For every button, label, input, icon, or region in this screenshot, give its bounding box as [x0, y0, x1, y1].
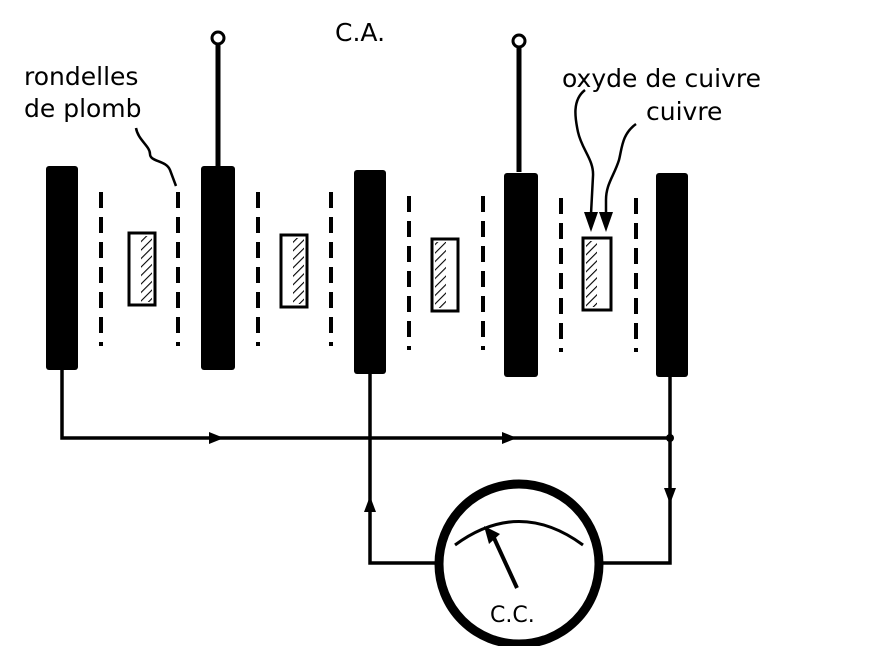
- lead-washers: [99, 192, 638, 352]
- copper-disc-2: [279, 233, 309, 309]
- copper-disc-3: [430, 237, 460, 313]
- meter-needle: [492, 537, 519, 589]
- junction-dot: [666, 434, 674, 442]
- ac-terminal-left: [210, 30, 226, 168]
- current-arrows: [209, 432, 676, 512]
- electrode-plate-5: [656, 173, 688, 377]
- electrode-plate-2: [201, 166, 235, 370]
- circuit-wiring: [60, 370, 672, 565]
- electrode-plates: [46, 166, 688, 377]
- lead-washers-label-line1: rondelles: [24, 62, 138, 91]
- electrode-plate-4: [504, 173, 538, 377]
- copper-leader: [604, 122, 637, 214]
- dc-meter: [434, 479, 604, 646]
- copper-disc-1: [127, 231, 157, 307]
- arrow-bus-right: [502, 432, 517, 444]
- label-leaders: [134, 89, 637, 215]
- copper-arrowhead: [599, 212, 613, 232]
- meter-needle-tip: [484, 526, 500, 544]
- label-arrowheads: [584, 212, 613, 232]
- electrode-plate-3: [354, 170, 386, 374]
- dc-label: C.C.: [490, 603, 535, 628]
- bus-wire: [60, 370, 672, 440]
- copper-oxide-arrowhead: [584, 212, 598, 232]
- ac-terminal-right: [511, 33, 527, 172]
- electrode-plate-1: [46, 166, 78, 370]
- lead-washer-leader: [134, 127, 178, 187]
- copper-oxide-leader: [574, 89, 595, 215]
- meter-return-right: [599, 438, 672, 565]
- meter-feed-left: [368, 438, 439, 565]
- copper-discs: [127, 231, 613, 313]
- lead-washers-label-line2: de plomb: [24, 94, 142, 123]
- meter-dial: [434, 479, 604, 646]
- arrow-right-down: [664, 488, 676, 504]
- copper-label: cuivre: [646, 97, 722, 126]
- arrow-left-up: [364, 496, 376, 512]
- copper-disc-4: [581, 236, 613, 312]
- copper-oxide-label: oxyde de cuivre: [562, 64, 761, 93]
- meter-scale-arc: [454, 520, 584, 547]
- arrow-bus-left: [209, 432, 224, 444]
- ac-label: C.A.: [335, 18, 385, 47]
